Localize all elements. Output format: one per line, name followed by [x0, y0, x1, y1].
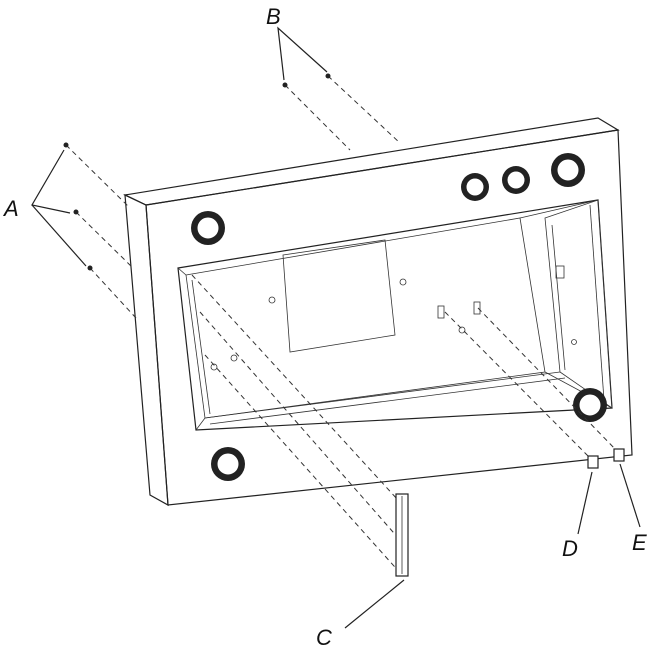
grommets — [191, 153, 607, 481]
clip-d — [587, 455, 599, 469]
label-c: C — [316, 625, 332, 648]
frame-left-edge — [124, 194, 169, 507]
cavity-right-wall — [544, 199, 613, 409]
leader-a — [31, 149, 71, 214]
clip-e — [613, 448, 625, 462]
control-knob-1 — [461, 173, 489, 201]
screw-b-2 — [325, 73, 331, 79]
screw-a-3 — [87, 265, 93, 271]
leader-b — [277, 26, 328, 81]
hood-frame — [123, 117, 633, 507]
hole — [399, 278, 407, 286]
grommet-bottom-left — [211, 447, 245, 481]
label-d: D — [562, 536, 578, 561]
leader-d — [577, 471, 593, 535]
screw-a-2 — [73, 209, 79, 215]
frame-top-edge — [123, 117, 620, 206]
label-a: A — [2, 196, 19, 221]
hole — [268, 296, 276, 304]
screws-a — [31, 142, 137, 319]
hole — [458, 326, 466, 334]
screws-b — [277, 26, 401, 151]
mount-tab — [473, 301, 481, 315]
screw-b-1 — [282, 82, 288, 88]
label-b: B — [266, 4, 281, 29]
vent-panel — [282, 239, 396, 353]
clips-de — [444, 307, 641, 535]
mount-tab — [437, 305, 445, 319]
leader-c — [344, 579, 405, 629]
control-knob-2 — [502, 166, 530, 194]
hole — [230, 354, 238, 362]
mount-tab — [555, 265, 565, 279]
grommet-top-left — [191, 211, 225, 245]
label-e: E — [632, 530, 647, 555]
grommet-bottom-right — [573, 388, 607, 422]
leader-e — [619, 463, 641, 528]
hole — [571, 339, 577, 345]
cavity-back — [185, 217, 546, 419]
grommet-top-right — [551, 153, 585, 187]
screw-a-1 — [63, 142, 69, 148]
hole — [210, 363, 218, 371]
frame-front-face — [145, 129, 633, 506]
bracket-c — [191, 274, 409, 629]
